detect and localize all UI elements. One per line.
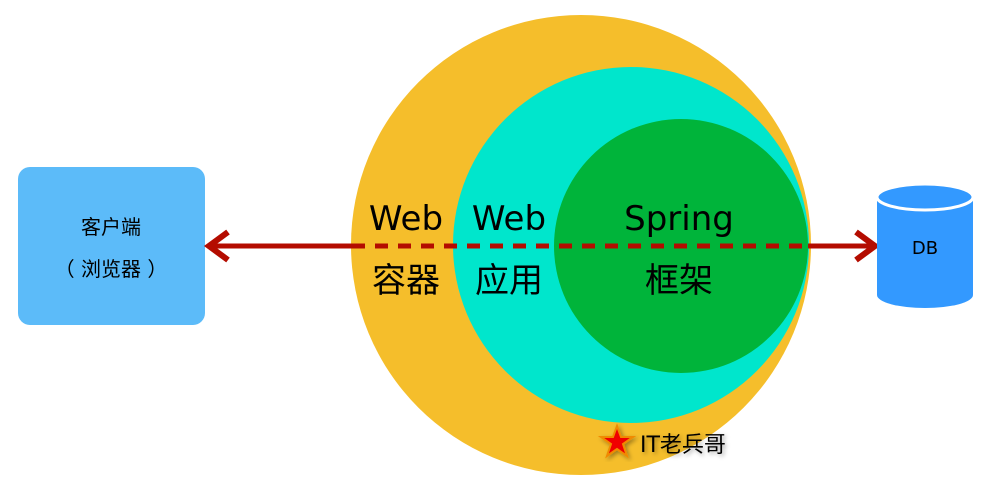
arrow-head-right-icon	[854, 229, 881, 263]
watermark-text: IT老兵哥	[640, 433, 726, 458]
client-box: 客户端 （ 浏览器 ）	[18, 167, 205, 325]
arrow-head-left-icon	[203, 229, 230, 263]
spring-title: Spring	[624, 199, 734, 239]
request-arrow	[203, 229, 881, 263]
circles	[351, 15, 811, 475]
web-app-subtitle: 应用	[475, 261, 543, 301]
db-label: DB	[912, 238, 938, 259]
client-sublabel: （ 浏览器 ）	[55, 257, 168, 281]
db-cylinder: DB	[875, 182, 975, 308]
web-app-title: Web	[472, 199, 546, 239]
spring-subtitle: 框架	[645, 261, 713, 301]
web-container-subtitle: 容器	[372, 261, 440, 301]
client-label: 客户端	[81, 215, 141, 239]
star-icon	[597, 423, 637, 459]
watermark: IT老兵哥	[597, 423, 726, 459]
web-container-title: Web	[369, 199, 443, 239]
